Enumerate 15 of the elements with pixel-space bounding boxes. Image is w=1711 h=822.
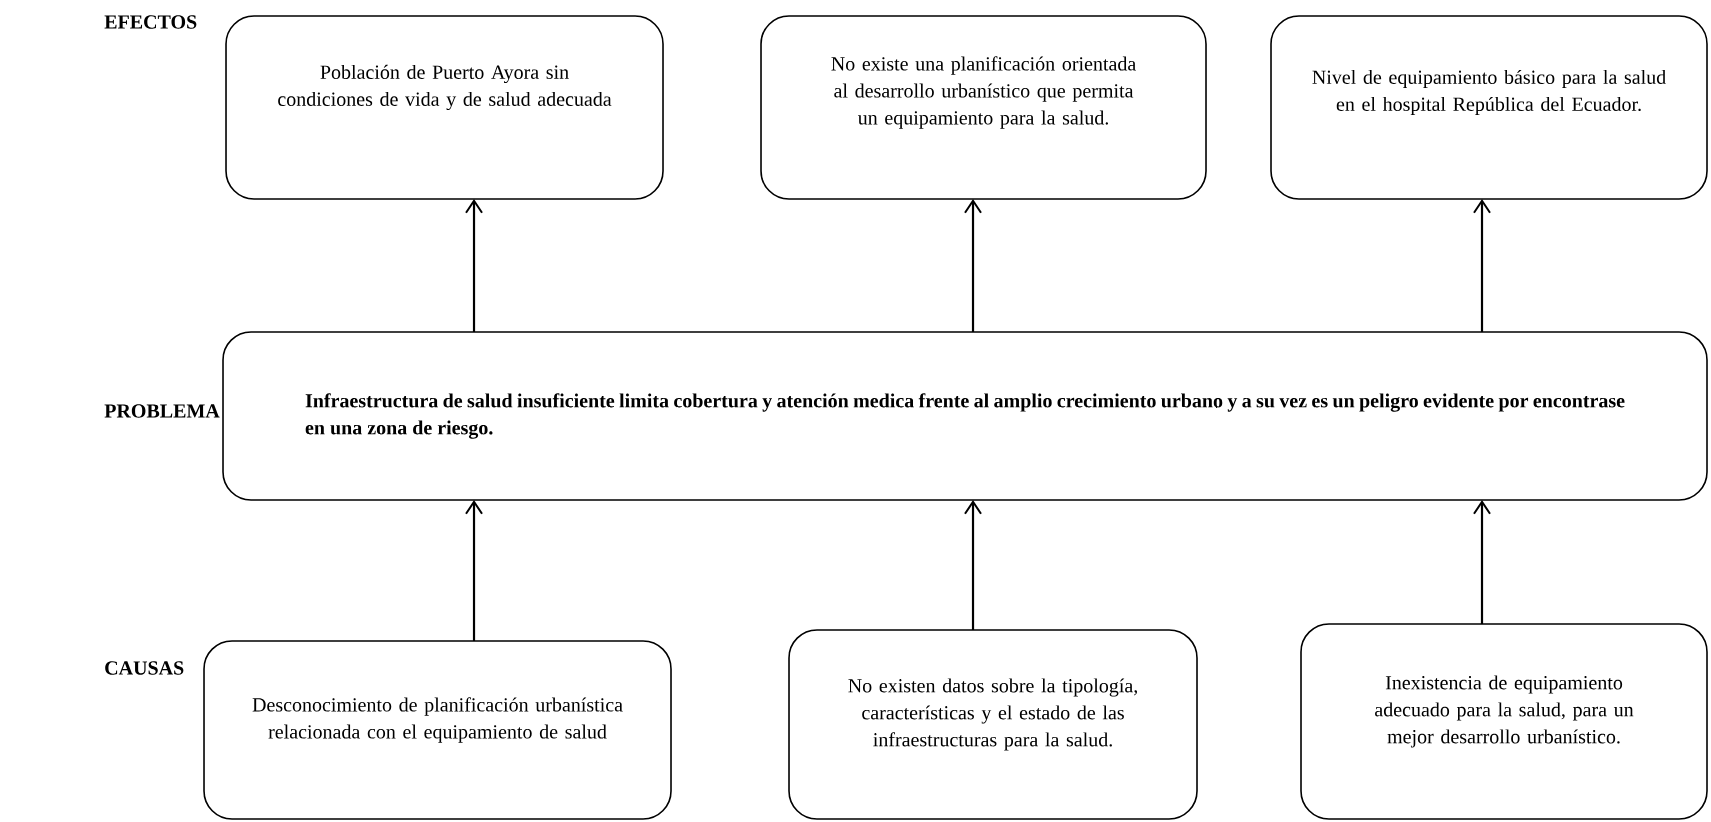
arrow: [1473, 199, 1491, 332]
row-label: EFECTOS: [104, 15, 197, 29]
text-box: No existe una planificación orientada al desarrollo urbanístico que permita un equipamiento para la salud.: [760, 15, 1207, 200]
arrow: [964, 199, 982, 332]
arrow: [465, 199, 483, 332]
text-box: No existen datos sobre la tipología, características y el estado de las infraestructuras para la salud.: [788, 629, 1198, 820]
text-box: Nivel de equipamiento básico para la salud en el hospital República del Ecuador.: [1270, 15, 1708, 200]
text-box: Desconocimiento de planificación urbanística relacionada con el equipamiento de salud: [203, 640, 672, 820]
arrow: [964, 500, 982, 630]
row-label: CAUSAS: [105, 661, 184, 675]
arrow: [1473, 500, 1491, 624]
text-box: Población de Puerto Ayora sin condiciones de vida y de salud adecuada: [225, 15, 664, 200]
text-box: Inexistencia de equipamiento adecuado para la salud, para un mejor desarrollo urbanístico.: [1300, 623, 1708, 820]
problem-box: Infraestructura de salud insuficiente limita cobertura y atención medica frente al amplio crecimiento urbano y a su vez es un peligro evidente por encontrase en una zona de riesgo.: [222, 331, 1708, 501]
arrow: [465, 500, 483, 641]
